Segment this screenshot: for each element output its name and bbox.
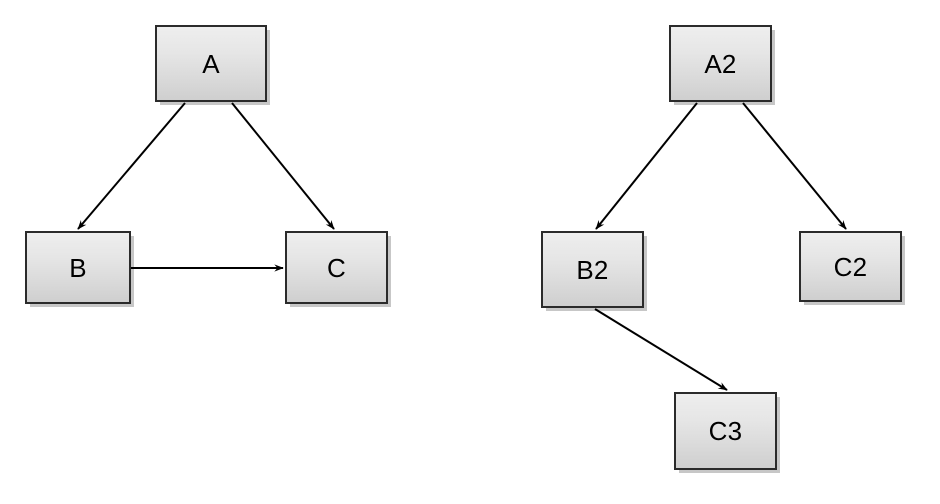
node-c2[interactable]: C2 [799, 231, 902, 302]
edge-a2-to-b2 [595, 102, 698, 230]
edge-a-to-c [231, 102, 335, 230]
node-c3[interactable]: C3 [674, 392, 777, 470]
node-label: B2 [576, 254, 609, 285]
node-label: A2 [704, 48, 737, 79]
node-label: A [202, 48, 220, 79]
node-b[interactable]: B [25, 231, 131, 304]
node-b2[interactable]: B2 [541, 231, 644, 308]
node-label: C [327, 252, 346, 283]
node-a[interactable]: A [155, 25, 267, 102]
edge-a-to-b [77, 102, 186, 230]
edge-a2-to-c2 [742, 102, 847, 230]
node-label: B [69, 252, 87, 283]
node-c[interactable]: C [285, 231, 388, 304]
node-label: C2 [833, 251, 868, 282]
node-a2[interactable]: A2 [669, 25, 772, 102]
node-label: C3 [708, 416, 743, 446]
edge-b2-to-c3 [594, 308, 728, 391]
